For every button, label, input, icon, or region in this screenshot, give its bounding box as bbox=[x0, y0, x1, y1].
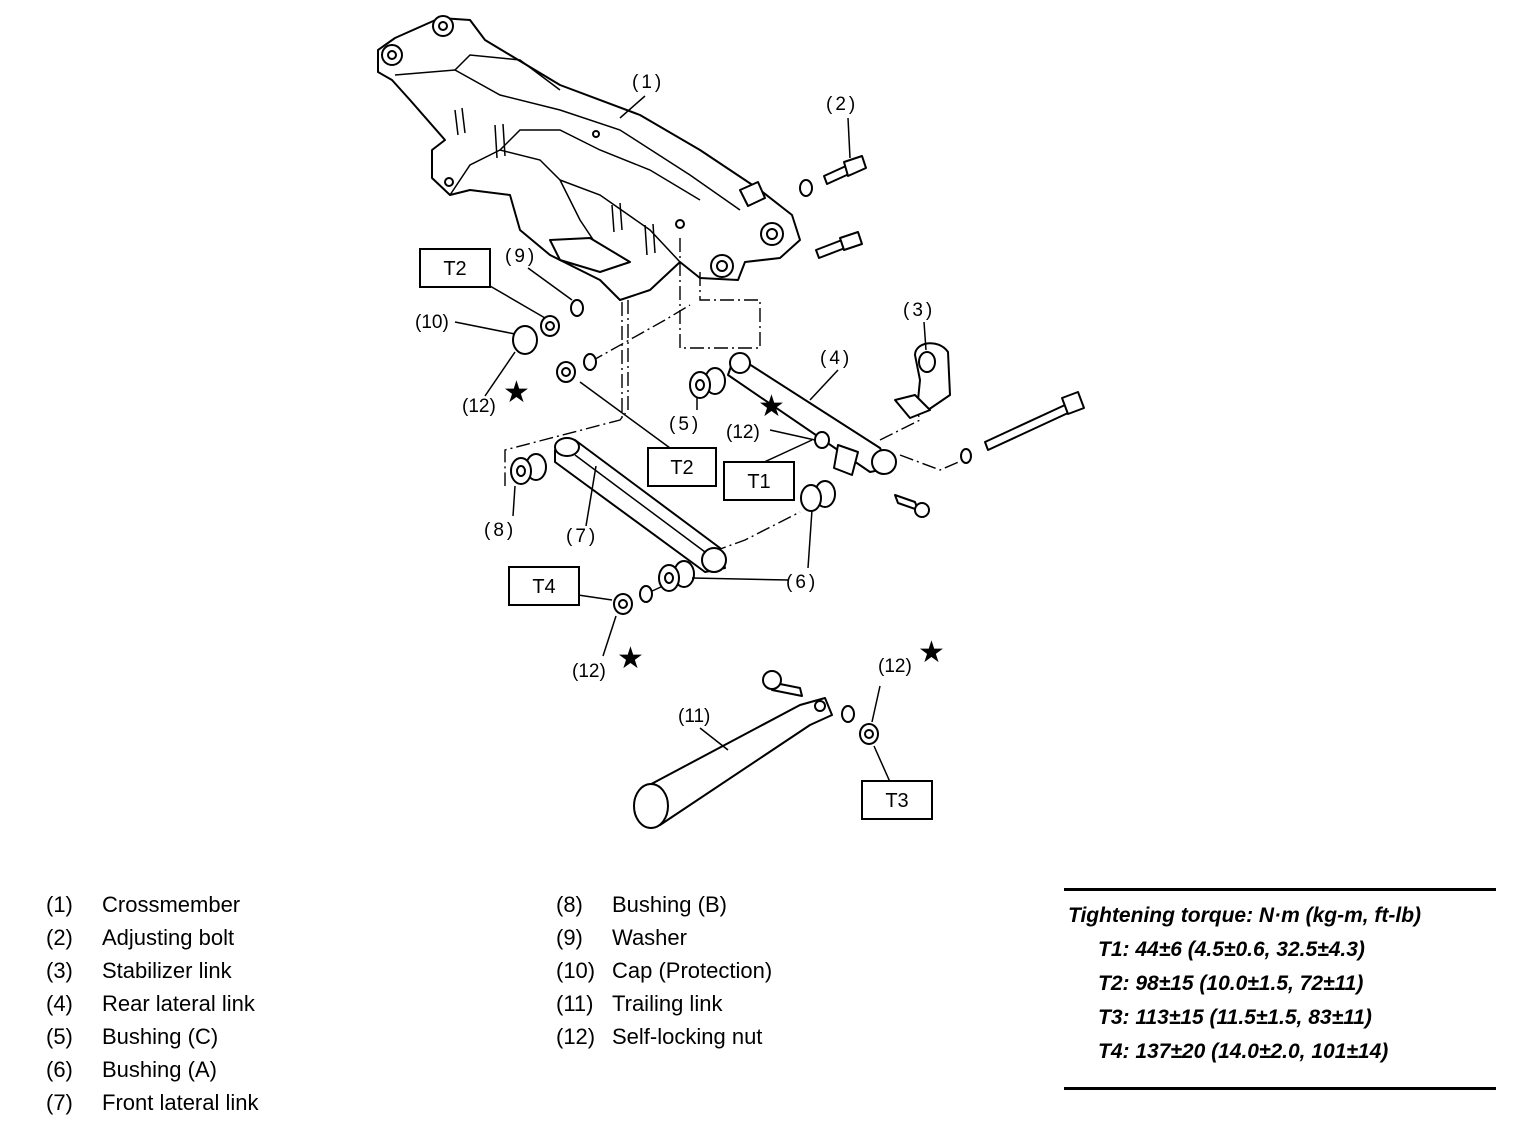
star-icon: ★ bbox=[918, 636, 945, 669]
callout-12-rear-link: (12) bbox=[726, 422, 760, 443]
torque-box-t3: T3 bbox=[861, 780, 933, 820]
legend-name: Stabilizer link bbox=[102, 958, 232, 983]
legend-name: Bushing (C) bbox=[102, 1024, 219, 1049]
legend-number: (5) bbox=[46, 1024, 73, 1049]
bushing-b-drawing bbox=[510, 453, 547, 485]
legend-name: Self-locking nut bbox=[612, 1024, 763, 1049]
torque-box-t4: T4 bbox=[508, 566, 580, 606]
legend-name: Rear lateral link bbox=[102, 991, 255, 1016]
legend-item: (7) Front lateral link bbox=[46, 1086, 466, 1119]
torque-row-t1: T1: 44±6 (4.5±0.6, 32.5±4.3) bbox=[1098, 938, 1365, 961]
torque-box-label: T2 bbox=[670, 457, 693, 479]
legend-item: (4) Rear lateral link bbox=[46, 987, 466, 1020]
legend-number: (11) bbox=[556, 991, 594, 1016]
callout-4: (4) bbox=[820, 348, 852, 369]
legend-name: Trailing link bbox=[612, 991, 723, 1016]
torque-box-t2-lower: T2 bbox=[647, 447, 717, 487]
legend-number: (6) bbox=[46, 1057, 73, 1082]
bushing-a-drawing bbox=[658, 480, 836, 592]
legend-name: Bushing (A) bbox=[102, 1057, 217, 1082]
callout-12-cap: (12) bbox=[462, 396, 496, 417]
adjusting-bolt-drawing bbox=[799, 155, 867, 259]
legend-item: (3) Stabilizer link bbox=[46, 954, 466, 987]
callout-12-trailing: (12) bbox=[878, 656, 912, 677]
callout-1: (1) bbox=[632, 72, 664, 93]
legend-item: (11) Trailing link bbox=[556, 987, 976, 1020]
callout-3: (3) bbox=[903, 300, 935, 321]
callout-5: (5) bbox=[669, 414, 701, 435]
torque-box-label: T3 bbox=[885, 790, 908, 812]
legend-name: Front lateral link bbox=[102, 1090, 259, 1115]
torque-row-t4: T4: 137±20 (14.0±2.0, 101±14) bbox=[1098, 1040, 1389, 1063]
legend-number: (1) bbox=[46, 892, 73, 917]
legend-name: Washer bbox=[612, 925, 687, 950]
callout-8: (8) bbox=[484, 520, 516, 541]
torque-box-t1: T1 bbox=[723, 461, 795, 501]
legend-name: Crossmember bbox=[102, 892, 241, 917]
bushing-c-drawing bbox=[689, 367, 726, 399]
legend-number: (4) bbox=[46, 991, 73, 1016]
callout-7: (7) bbox=[566, 526, 598, 547]
parts-legend-middle: (8) Bushing (B) (9) Washer (10) Cap (Protec… bbox=[556, 888, 976, 1053]
rear-lateral-link-drawing bbox=[727, 352, 1085, 518]
legend-item: (2) Adjusting bolt bbox=[46, 921, 466, 954]
callout-10: (10) bbox=[415, 312, 449, 333]
legend-item: (1) Crossmember bbox=[46, 888, 466, 921]
callout-12-front-link: (12) bbox=[572, 661, 606, 682]
star-icon: ★ bbox=[617, 642, 644, 675]
star-icon: ★ bbox=[758, 390, 785, 423]
legend-item: (12) Self-locking nut bbox=[556, 1020, 976, 1053]
legend-item: (8) Bushing (B) bbox=[556, 888, 976, 921]
legend-item: (10) Cap (Protection) bbox=[556, 954, 976, 987]
tightening-torque-table: Tightening torque: N·m (kg-m, ft-lb) T1:… bbox=[1064, 888, 1496, 1090]
legend-number: (7) bbox=[46, 1090, 73, 1115]
torque-row-t3: T3: 113±15 (11.5±1.5, 83±11) bbox=[1098, 1006, 1372, 1029]
legend-number: (2) bbox=[46, 925, 73, 950]
torque-table-title: Tightening torque: N·m (kg-m, ft-lb) bbox=[1068, 904, 1422, 927]
torque-box-label: T1 bbox=[747, 471, 770, 493]
legend-number: (12) bbox=[556, 1024, 596, 1049]
fasteners-drawing bbox=[512, 299, 830, 615]
legend-number: (9) bbox=[556, 925, 583, 950]
legend-item: (5) Bushing (C) bbox=[46, 1020, 466, 1053]
torque-box-label: T2 bbox=[443, 258, 466, 280]
torque-box-t2-upper: T2 bbox=[419, 248, 491, 288]
trailing-link-drawing bbox=[633, 670, 879, 829]
stabilizer-link-drawing bbox=[894, 342, 951, 419]
parts-legend-left: (1) Crossmember (2) Adjusting bolt (3) Stab… bbox=[46, 888, 466, 1119]
legend-number: (8) bbox=[556, 892, 583, 917]
callout-11: (11) bbox=[678, 706, 710, 727]
callout-6: (6) bbox=[786, 572, 818, 593]
legend-name: Adjusting bolt bbox=[102, 925, 235, 950]
legend-number: (3) bbox=[46, 958, 73, 983]
star-icon: ★ bbox=[503, 376, 530, 409]
legend-item: (6) Bushing (A) bbox=[46, 1053, 466, 1086]
callout-9: (9) bbox=[505, 246, 537, 267]
legend-name: Cap (Protection) bbox=[612, 958, 773, 983]
callout-2: (2) bbox=[826, 94, 858, 115]
torque-box-label: T4 bbox=[532, 576, 555, 598]
exploded-suspension-diagram: (1) (2) (3) (4) (5) (6) (7) (8) (9) (10)… bbox=[377, 15, 1085, 829]
legend-item: (9) Washer bbox=[556, 921, 976, 954]
leader-lines bbox=[454, 95, 927, 783]
front-lateral-link-drawing bbox=[554, 437, 727, 573]
legend-name: Bushing (B) bbox=[612, 892, 727, 917]
crossmember-drawing bbox=[377, 15, 801, 301]
legend-number: (10) bbox=[556, 958, 596, 983]
torque-row-t2: T2: 98±15 (10.0±1.5, 72±11) bbox=[1098, 972, 1364, 995]
